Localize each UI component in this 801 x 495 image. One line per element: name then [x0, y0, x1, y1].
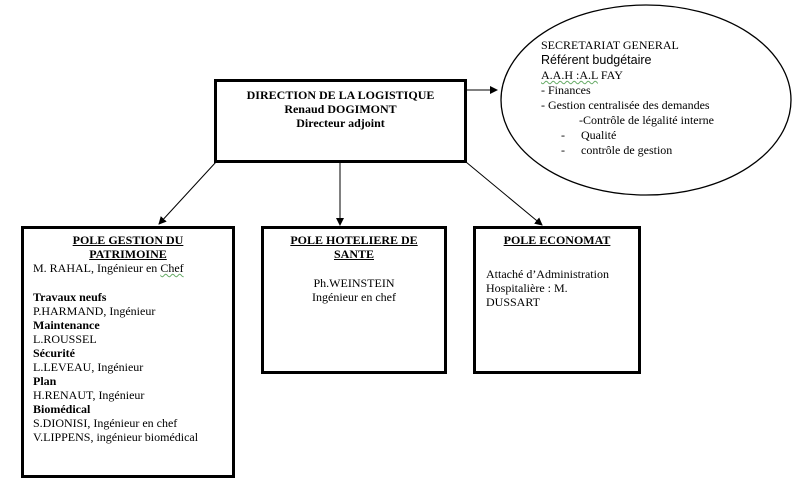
secretariat-bullet: -contrôle de gestion	[561, 143, 673, 157]
secretariat-subtitle: Référent budgétaire	[541, 53, 652, 67]
pole-economat-line: Hospitalière : M.	[486, 281, 568, 295]
pole-economat-line: Attaché d’Administration	[486, 267, 609, 281]
secretariat-aah: A.A.H :A.L FAY	[541, 68, 623, 82]
pole-economat-line: DUSSART	[486, 295, 540, 309]
secretariat-item: - Finances	[541, 83, 591, 97]
secretariat-text: SECRETARIAT GENERAL Référent budgétaire …	[541, 38, 714, 158]
section-person: V.LIPPENS, ingénieur biomédical	[33, 430, 199, 444]
direction-title: DIRECTION DE LA LOGISTIQUE	[246, 88, 435, 102]
pole-hoteliere-title: POLE HOTELIERE DE	[290, 233, 418, 247]
section-heading: Travaux neufs	[33, 290, 107, 304]
pole-patrimoine-title-2: PATRIMOINE	[89, 247, 167, 261]
secretariat-ellipse	[500, 4, 792, 196]
pole-patrimoine-box: POLE GESTION DU PATRIMOINE M. RAHAL, Ing…	[21, 226, 235, 478]
section-person: L.ROUSSEL	[33, 332, 97, 346]
pole-hoteliere-title-2: SANTE	[333, 247, 374, 261]
secretariat-item: - Gestion centralisée des demandes	[541, 98, 710, 112]
pole-patrimoine-title: POLE GESTION DU	[72, 233, 184, 247]
pole-hoteliere-role: Ingénieur en chef	[312, 290, 396, 304]
secretariat-title: SECRETARIAT GENERAL	[541, 38, 679, 52]
pole-hoteliere-box: POLE HOTELIERE DE SANTE Ph.WEINSTEIN Ing…	[261, 226, 447, 374]
arrow-to-patrimoine	[158, 161, 217, 225]
direction-role: Directeur adjoint	[296, 116, 385, 130]
section-person: H.RENAUT, Ingénieur	[33, 388, 145, 402]
section-person: P.HARMAND, Ingénieur	[33, 304, 156, 318]
pole-economat-box: POLE ECONOMAT Attaché d’Administration H…	[473, 226, 641, 374]
section-heading: Maintenance	[33, 318, 100, 332]
secretariat-item: -Contrôle de légalité interne	[579, 113, 714, 127]
direction-box: DIRECTION DE LA LOGISTIQUE Renaud DOGIMO…	[214, 79, 467, 163]
section-heading: Sécurité	[33, 346, 75, 360]
pole-economat-title: POLE ECONOMAT	[503, 233, 611, 247]
section-heading: Plan	[33, 374, 57, 388]
secretariat-bullet: -Qualité	[561, 128, 617, 142]
pole-hoteliere-name: Ph.WEINSTEIN	[313, 276, 395, 290]
pole-patrimoine-chief: M. RAHAL, Ingénieur en Chef	[33, 261, 184, 275]
section-person: L.LEVEAU, Ingénieur	[33, 360, 144, 374]
direction-name: Renaud DOGIMONT	[284, 102, 397, 116]
section-person: S.DIONISI, Ingénieur en chef	[33, 416, 178, 430]
section-heading: Biomédical	[33, 402, 91, 416]
arrow-to-economat	[465, 161, 543, 226]
